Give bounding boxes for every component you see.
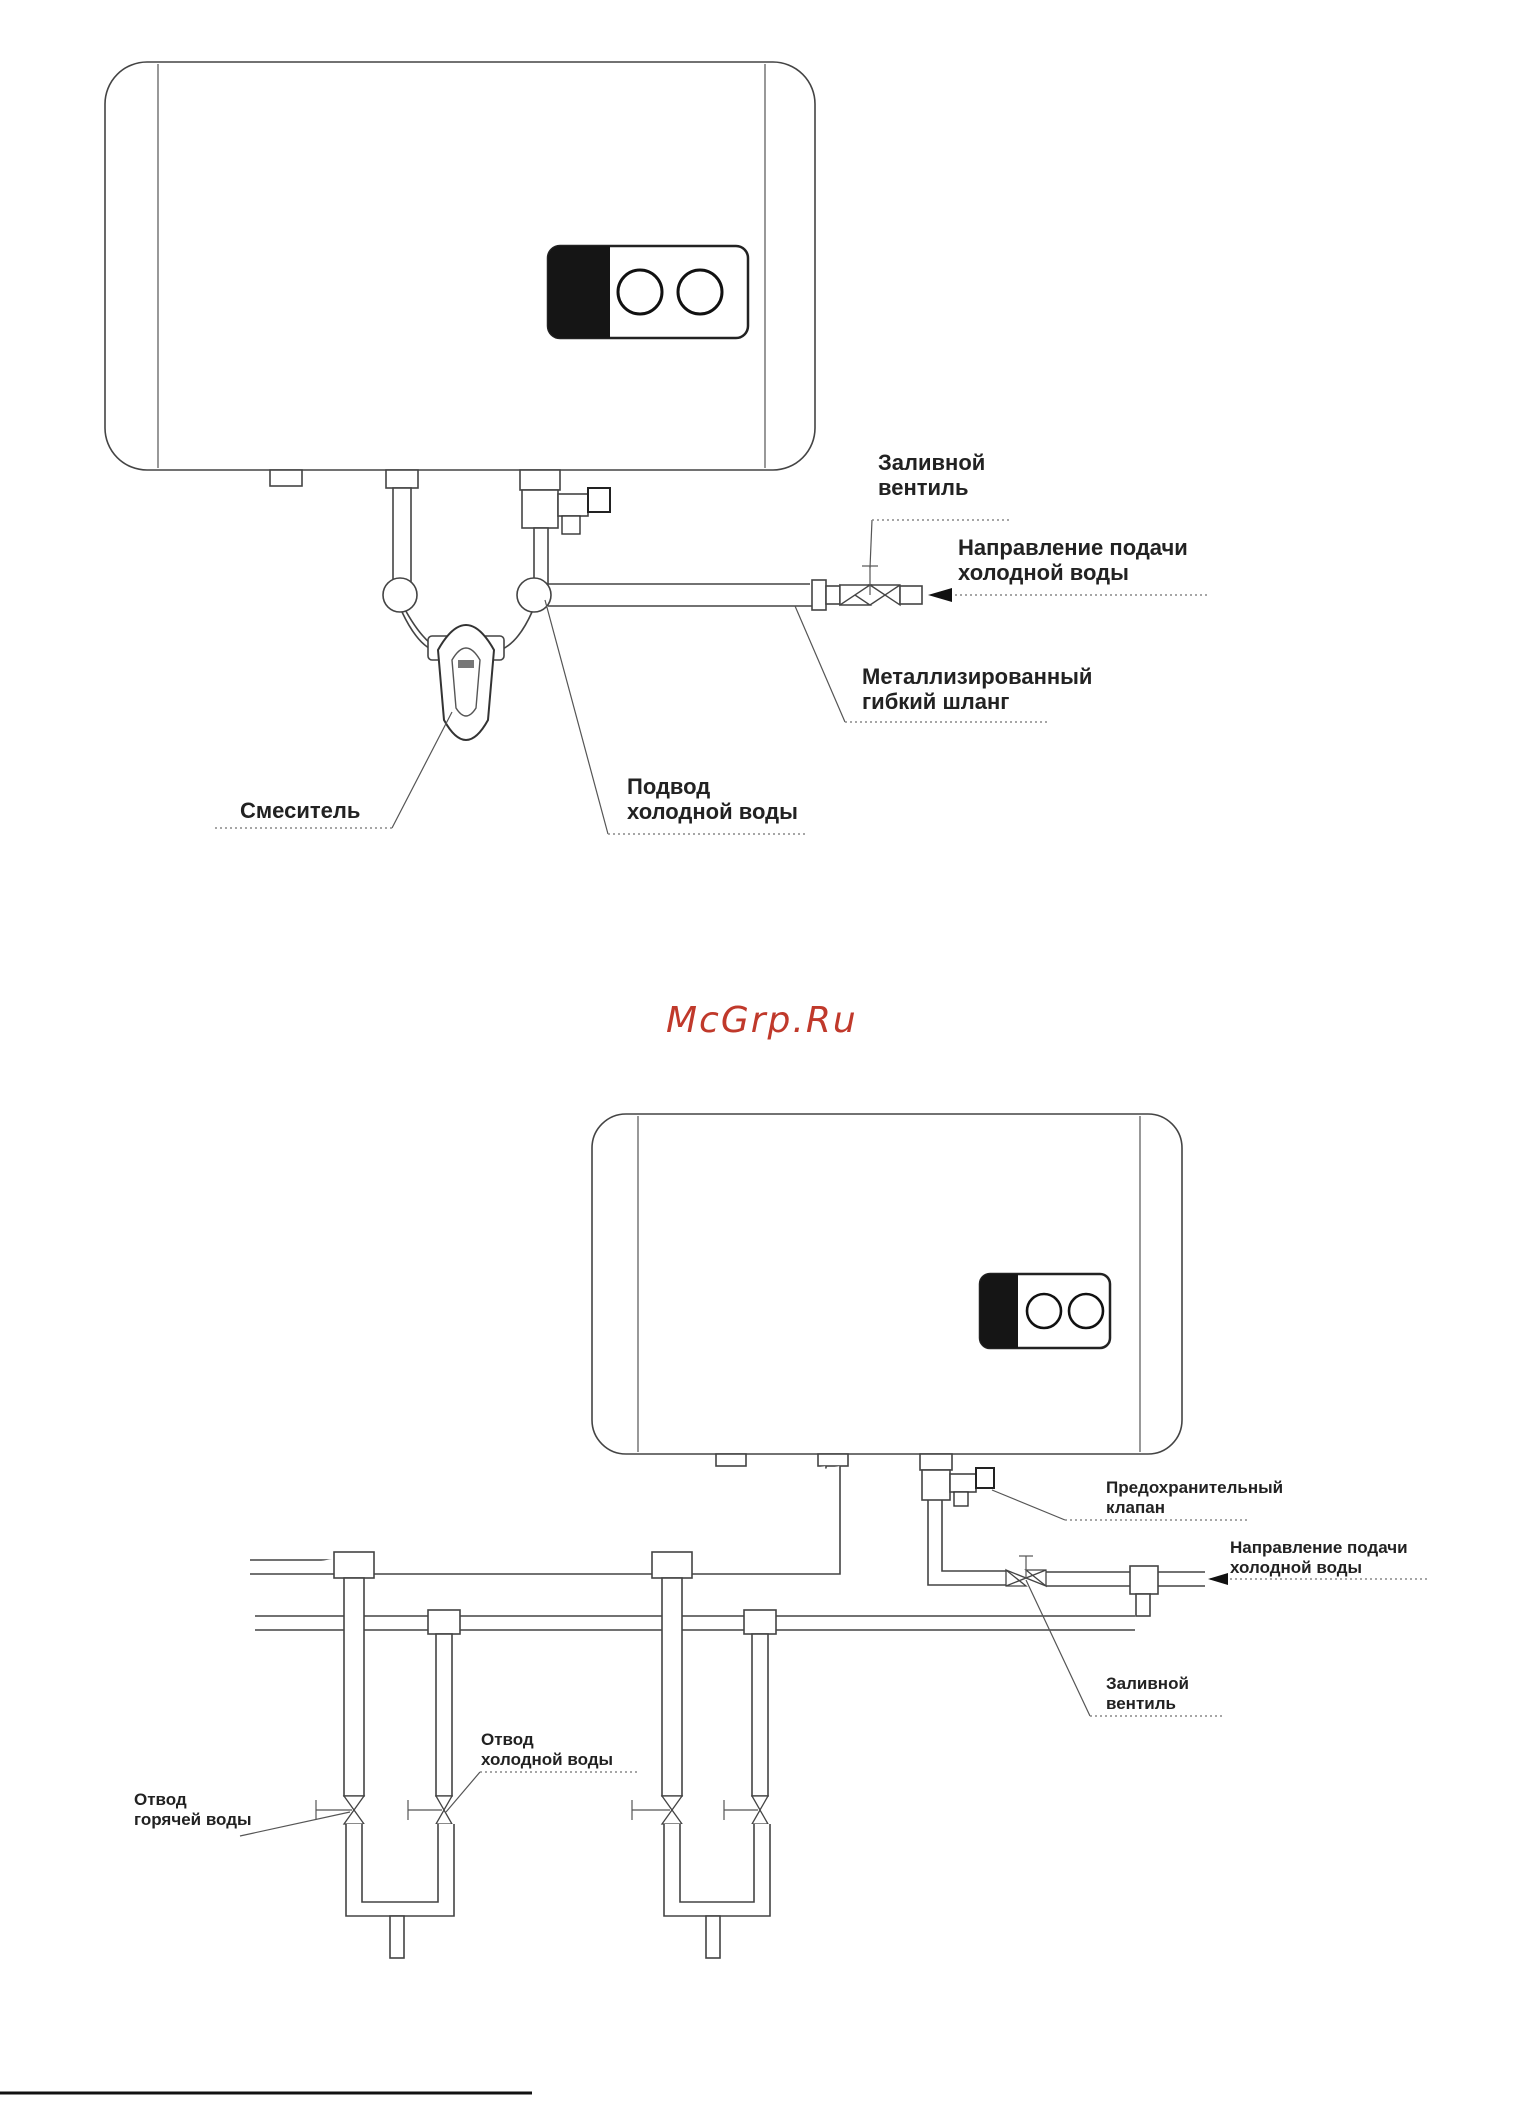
label-mixer: Смеситель [240,798,360,823]
outlet-group-2 [632,1578,770,1958]
label-cold-supply: Подвод холодной воды [627,774,798,825]
arrow-icon [928,588,952,602]
label-fill-valve-2: Заливной вентиль [1106,1674,1189,1713]
safety-valve-2 [922,1468,994,1506]
label-cold-outlet: Отвод холодной воды [481,1730,613,1769]
knob-icon [618,270,662,314]
control-panel-2 [980,1274,1110,1348]
control-panel-1 [548,246,748,338]
diagram-1 [105,62,1210,834]
outlet-group-1 [316,1578,454,1958]
fill-valve-2 [1006,1556,1046,1586]
label-cold-direction-2: Направление подачи холодной воды [1230,1538,1408,1577]
diagram-2 [240,1114,1430,1958]
label-fill-valve-1: Заливной вентиль [878,450,985,501]
arrow-icon [1208,1573,1228,1585]
knob-icon [678,270,722,314]
safety-valve-1 [522,488,610,534]
label-flex-hose: Металлизированный гибкий шланг [862,664,1092,715]
label-cold-direction-1: Направление подачи холодной воды [958,535,1188,586]
label-safety-valve: Предохранительный клапан [1106,1478,1283,1517]
watermark: McGrp.Ru [666,1000,858,1041]
label-hot-outlet: Отвод горячей воды [134,1790,252,1829]
fill-valve-1 [840,566,900,605]
knob-icon [1027,1294,1061,1328]
knob-icon [1069,1294,1103,1328]
mixer-1 [383,578,551,740]
